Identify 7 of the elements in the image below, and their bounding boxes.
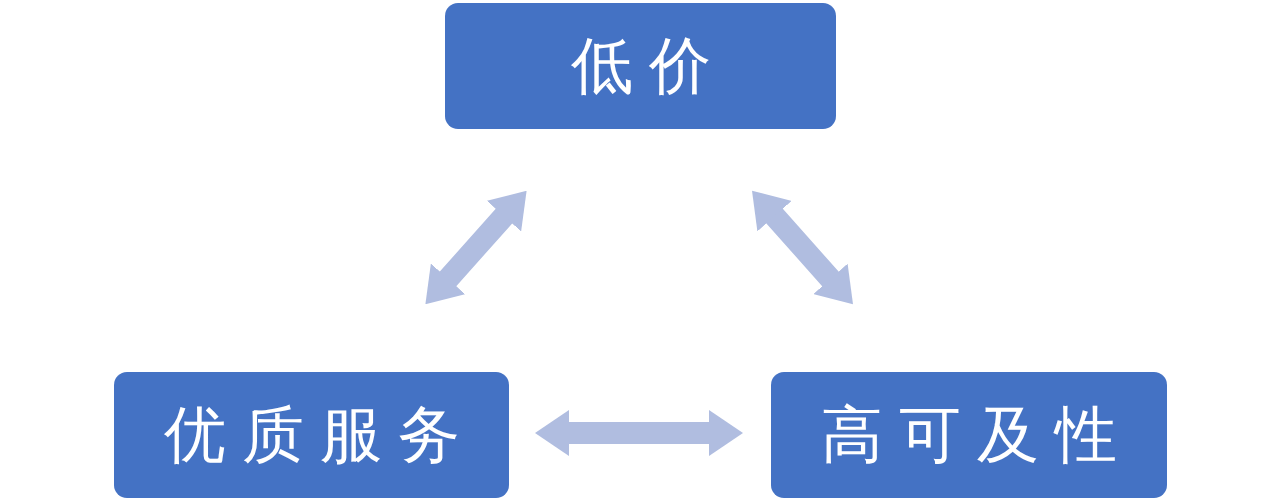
box-label: 优质服务 [162, 404, 476, 466]
process-box [445, 3, 836, 129]
double-arrow [535, 410, 743, 456]
process-box [771, 372, 1167, 498]
box-label: 低价 [569, 35, 727, 97]
box-label: 高可及性 [820, 404, 1133, 466]
process-box [114, 372, 509, 498]
